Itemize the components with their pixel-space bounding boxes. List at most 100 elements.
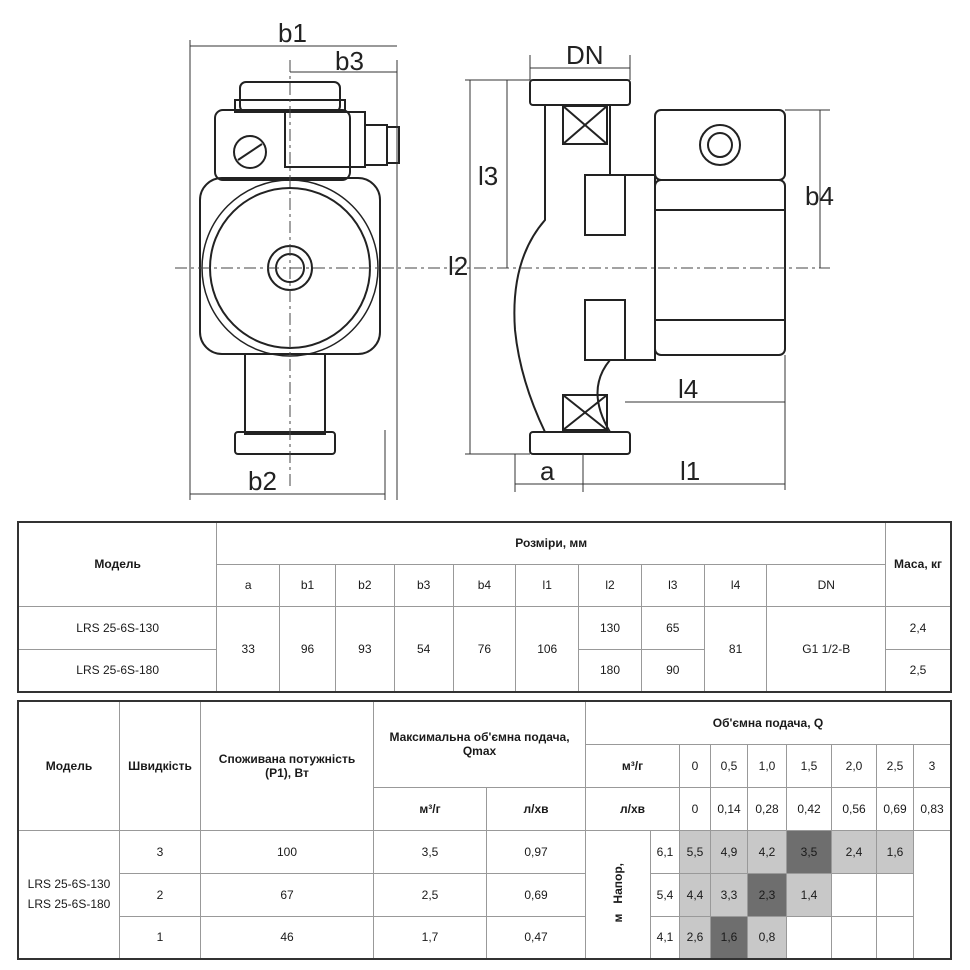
value-l2: 130 (578, 605, 642, 650)
model-cell: LRS 25-6S-180 (17, 648, 218, 693)
speed-cell: 3 (119, 829, 201, 874)
speed-cell: 1 (119, 915, 201, 960)
pump-side-top-flange (529, 79, 631, 106)
table-row: 2 67 2,5 0,69 5,4 4,4 3,3 2,3 1,4 (18, 872, 951, 917)
table-row: LRS 25-6S-130 LRS 25-6S-180 3 100 3,5 0,… (17, 829, 951, 960)
dim-label-l3: l3 (478, 161, 498, 191)
col-b4: b4 (452, 563, 517, 607)
dimensions-table: Модель Розміри, мм Маса, кг a b1 b2 b3 b… (17, 521, 952, 693)
dim-label-l1: l1 (680, 456, 700, 486)
value-l1: 106 (515, 605, 580, 693)
qmax-m3-cell: 2,5 (373, 872, 487, 917)
head-cell: 2,3 (747, 872, 787, 917)
q-lmin-cell: 0,42 (786, 786, 832, 831)
head-cell: 1,6 (710, 915, 748, 960)
header-flow: Об'ємна подача, Q (585, 700, 952, 745)
header-mass: Маса, кг (885, 521, 952, 607)
speed-cell: 2 (119, 872, 201, 917)
head-cell: 1,6 (876, 829, 914, 874)
value-a: 33 (216, 605, 281, 693)
head-unit: м (611, 913, 625, 923)
dim-label-a: a (540, 456, 555, 486)
value-b4: 76 (452, 605, 517, 693)
col-b1: b1 (279, 563, 336, 607)
head-cell: 4,2 (747, 829, 787, 874)
q-m3-cell: 1,0 (747, 743, 787, 788)
head-cell (831, 915, 877, 960)
q-m3-cell: 2,0 (831, 743, 877, 788)
pump-drawing: b1 b3 b2 DN l3 l2 b4 l4 a l1 (175, 18, 834, 500)
q-lmin-cell: 0 (679, 786, 711, 831)
dim-label-dn: DN (566, 40, 604, 70)
q-lmin-cell: 0,28 (747, 786, 787, 831)
q-m3-cell: 0,5 (710, 743, 748, 788)
power-cell: 100 (200, 829, 374, 874)
header-power: Споживана потужність (P1), Вт (200, 700, 374, 831)
head-label-cell: м Напор, (585, 829, 651, 960)
qmax-m3-cell: 3,5 (373, 829, 487, 874)
head-cell: 0,8 (747, 915, 787, 960)
head-cell: 2,4 (831, 829, 877, 874)
value-l2: 180 (578, 648, 642, 693)
col-b2: b2 (334, 563, 395, 607)
head-cell (831, 872, 877, 917)
model-cell: LRS 25-6S-130 (17, 605, 218, 650)
q-lmin-cell: 0,83 (913, 786, 952, 831)
value-l4: 81 (703, 605, 768, 693)
header-model: Модель (17, 521, 218, 607)
q-lmin-cell: 0,14 (710, 786, 748, 831)
head-label: Напор, (611, 863, 625, 904)
header-qmax: Максимальна об'ємна подача, Qmax (373, 700, 586, 788)
header-dimensions: Розміри, мм (216, 521, 887, 565)
unit-lmin-label: л/хв (585, 786, 680, 831)
pump-side-bottom-flange (529, 431, 631, 455)
q-m3-cell: 2,5 (876, 743, 914, 788)
header-speed: Швидкість (119, 700, 201, 831)
qmax-lmin-cell: 0,97 (486, 829, 586, 874)
col-b3: b3 (393, 563, 454, 607)
q-m3-cell: 0 (679, 743, 711, 788)
dim-label-b3: b3 (335, 46, 364, 76)
dim-label-l4: l4 (678, 374, 698, 404)
qmax-lmin-cell: 0,47 (486, 915, 586, 960)
col-a: a (216, 563, 281, 607)
value-mass: 2,4 (885, 605, 952, 650)
qmax-unit-lmin: л/хв (486, 786, 586, 831)
value-l3: 65 (640, 605, 705, 650)
head-cell: 1,4 (786, 872, 832, 917)
table-row: LRS 25-6S-180 180 90 2,5 (17, 648, 952, 693)
table-row: LRS 25-6S-130 33 96 93 54 76 106 130 65 … (17, 605, 952, 693)
head-cell: 5,5 (679, 829, 711, 874)
power-cell: 67 (200, 872, 374, 917)
table-row: 1 46 1,7 0,47 4,1 2,6 1,6 0,8 (18, 915, 951, 960)
qmax-m3-cell: 1,7 (373, 915, 487, 960)
head-cell: 3,5 (786, 829, 832, 874)
dim-label-b1: b1 (278, 18, 307, 48)
qmax-lmin-cell: 0,69 (486, 872, 586, 917)
head-cell: 4,4 (679, 872, 711, 917)
value-b2: 93 (334, 605, 395, 693)
dim-label-b4: b4 (805, 181, 834, 211)
head-cell (786, 915, 832, 960)
model-cell: LRS 25-6S-130 LRS 25-6S-180 (17, 829, 120, 960)
q-lmin-cell: 0,56 (831, 786, 877, 831)
head-cell (876, 915, 914, 960)
value-b1: 96 (279, 605, 336, 693)
value-b3: 54 (393, 605, 454, 693)
value-mass: 2,5 (885, 648, 952, 693)
qmax-unit-m3: м³/г (373, 786, 487, 831)
value-l3: 90 (640, 648, 705, 693)
head-cell (876, 872, 914, 917)
col-l1: l1 (515, 563, 580, 607)
unit-m3-label: м³/г (585, 743, 680, 788)
performance-table: Модель Швидкість Споживана потужність (P… (17, 700, 952, 960)
dim-label-l2: l2 (448, 251, 468, 281)
col-l4: l4 (703, 563, 768, 607)
header-model: Модель (17, 700, 120, 831)
dim-label-b2: b2 (248, 466, 277, 496)
head-cell: 6,1 (650, 829, 680, 874)
q-lmin-cell: 0,69 (876, 786, 914, 831)
head-cell: 4,9 (710, 829, 748, 874)
head-cell: 5,4 (650, 872, 680, 917)
head-cell: 3,3 (710, 872, 748, 917)
